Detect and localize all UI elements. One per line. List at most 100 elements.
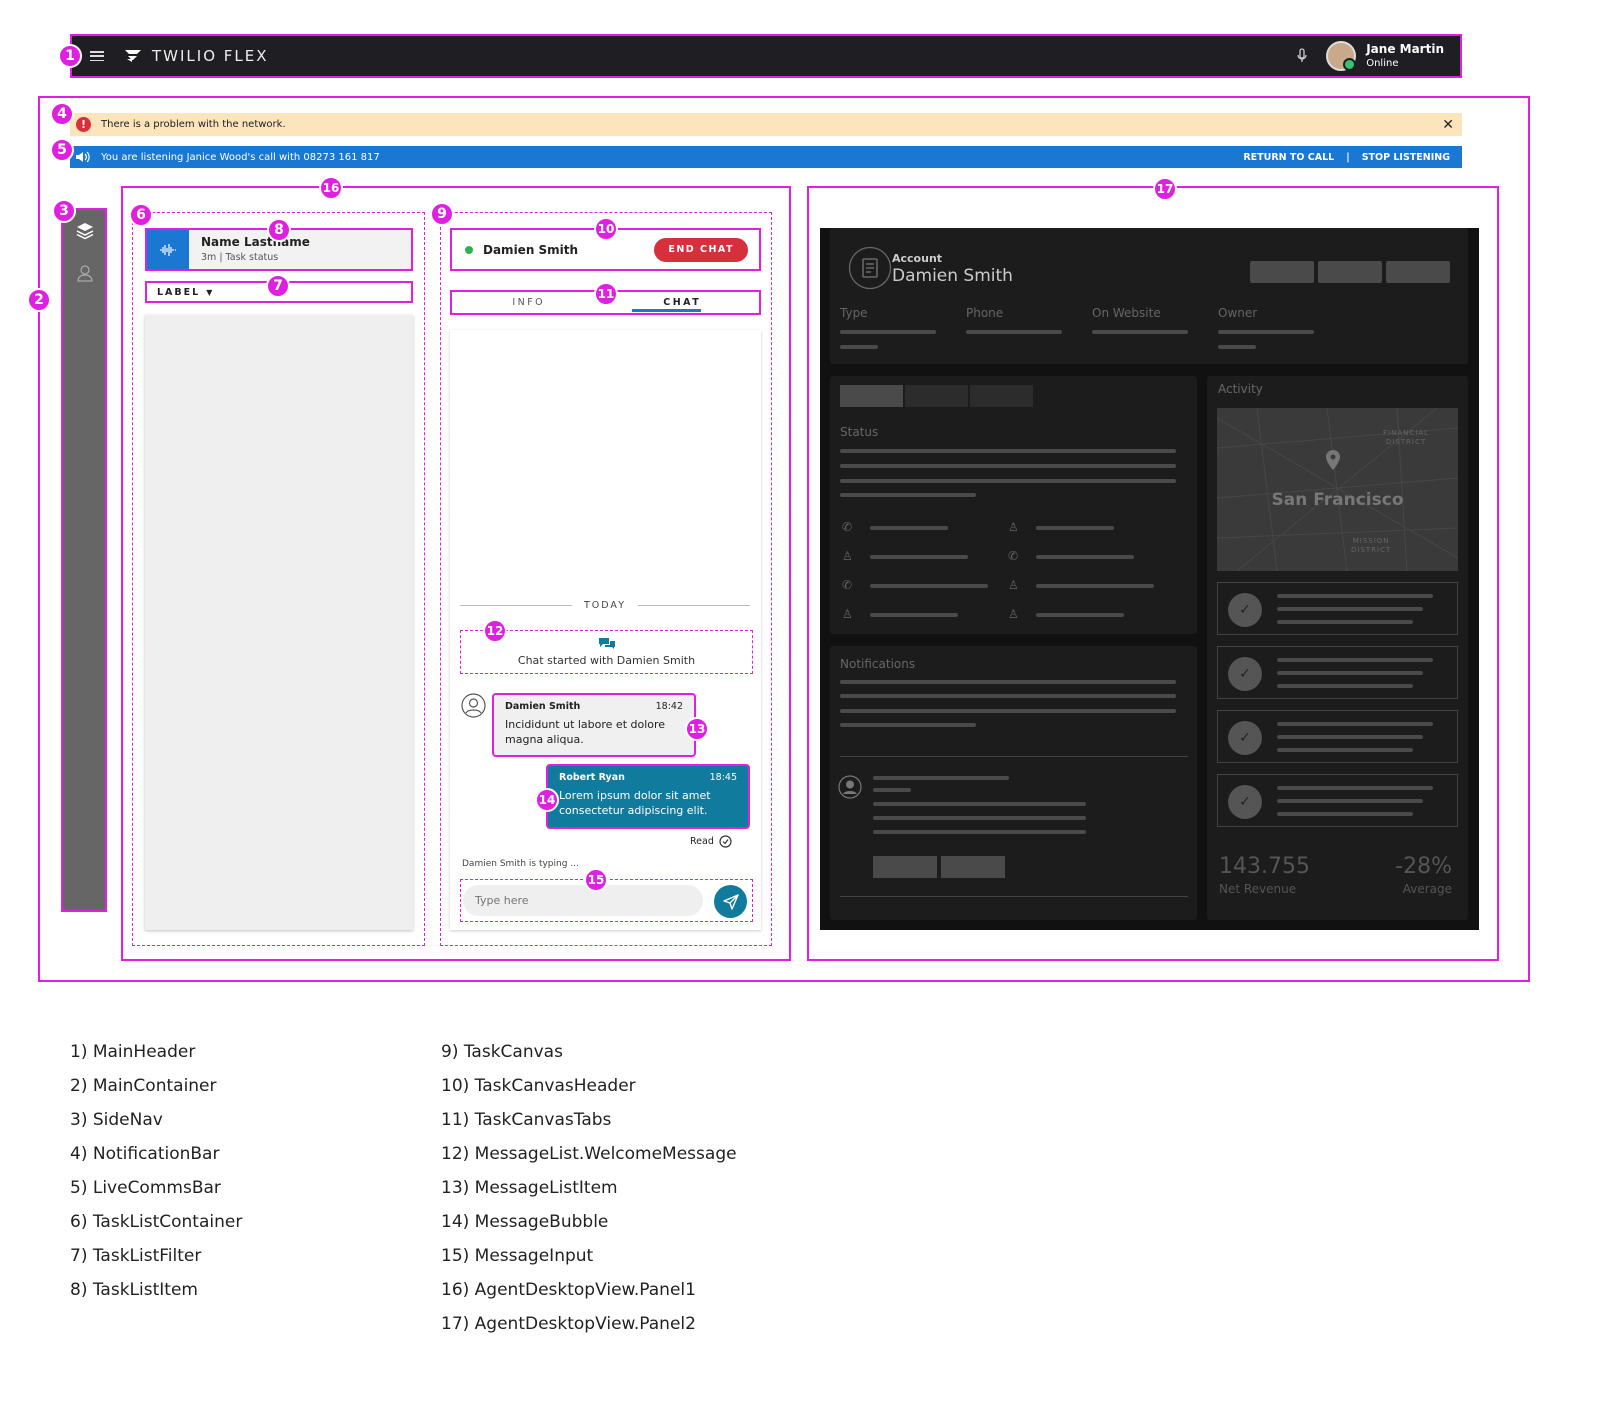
legend-item: 8) TaskListItem: [70, 1280, 198, 1300]
activity-item[interactable]: ✓: [1217, 774, 1458, 827]
status-tab[interactable]: [905, 385, 968, 407]
user-icon[interactable]: [76, 264, 94, 282]
map[interactable]: San Francisco FINANCIAL DISTRICT MISSION…: [1217, 408, 1458, 571]
legend-item: 9) TaskCanvas: [441, 1042, 563, 1062]
read-receipt: Read: [690, 835, 732, 848]
return-to-call-button[interactable]: RETURN TO CALL: [1243, 151, 1335, 163]
kpi2-value: -28%: [1395, 854, 1452, 879]
main-container: [38, 96, 1530, 982]
message-author: Damien Smith: [505, 701, 581, 712]
map-district-line: MISSION: [1352, 537, 1390, 545]
map-streets: [1217, 408, 1458, 571]
online-dot-icon: [465, 245, 473, 254]
typing-indicator: Damien Smith is typing ...: [462, 859, 579, 869]
callout-badge: 1: [58, 44, 82, 68]
user-icon: ♙: [842, 549, 853, 563]
field-label-phone: Phone: [966, 306, 1004, 320]
activity-item[interactable]: ✓: [1217, 710, 1458, 763]
message-time: 18:45: [709, 772, 737, 783]
legend-item: 1) MainHeader: [70, 1042, 196, 1062]
contact-avatar-icon: [461, 693, 486, 718]
message-time: 18:42: [655, 701, 683, 712]
speaker-icon: [76, 151, 90, 163]
field-label-website: On Website: [1092, 306, 1161, 320]
side-nav: [61, 208, 107, 912]
message-text-input[interactable]: [463, 885, 703, 916]
account-action-button[interactable]: [1318, 261, 1382, 283]
account-label: Account: [892, 252, 943, 265]
message-text-line: consectetur adipiscing elit.: [559, 804, 708, 817]
person-avatar-icon: [838, 775, 862, 799]
live-separator: |: [1346, 151, 1350, 163]
task-name: Name Lastname: [201, 235, 310, 249]
read-label: Read: [690, 836, 714, 847]
account-action-button[interactable]: [1250, 261, 1314, 283]
agent-desktop-panel-1: [121, 186, 791, 961]
clipboard-icon: [848, 246, 892, 290]
status-tab[interactable]: [970, 385, 1033, 407]
voice-wave-icon: [147, 230, 189, 269]
notification-action-button[interactable]: [873, 856, 937, 878]
activity-item[interactable]: ✓: [1217, 646, 1458, 699]
legend-item: 14) MessageBubble: [441, 1212, 609, 1232]
day-divider-label: TODAY: [584, 600, 626, 611]
kpi-value: 143.755: [1219, 854, 1310, 879]
map-city-label: San Francisco: [1271, 490, 1404, 510]
welcome-text: Chat started with Damien Smith: [517, 654, 696, 667]
tab-chat-label: CHAT: [663, 297, 702, 308]
activity-item[interactable]: ✓: [1217, 582, 1458, 635]
notification-bar: ! There is a problem with the network. ✕: [70, 113, 1462, 136]
user-menu[interactable]: Jane Martin Online: [1296, 41, 1444, 71]
tab-chat[interactable]: CHAT: [606, 292, 760, 313]
callout-badge: 15: [584, 868, 608, 892]
map-pin-icon: [1326, 450, 1340, 470]
callout-badge: 4: [50, 102, 74, 126]
map-district-line: DISTRICT: [1385, 438, 1427, 446]
legend-item: 15) MessageInput: [441, 1246, 594, 1266]
kpi-label: Net Revenue: [1219, 882, 1297, 896]
map-district-line: DISTRICT: [1351, 546, 1392, 554]
send-icon: [722, 893, 739, 910]
notifications-label: Notifications: [840, 657, 916, 671]
main-header: TWILIO FLEX Jane Martin Online: [70, 34, 1462, 78]
send-button[interactable]: [714, 885, 747, 918]
phone-icon: ✆: [1008, 549, 1019, 563]
error-icon: !: [76, 117, 91, 132]
status-tab[interactable]: [840, 385, 903, 407]
user-status: Online: [1366, 57, 1399, 69]
active-tab-indicator: [631, 309, 701, 312]
map-district-label: MISSION DISTRICT: [1351, 537, 1391, 555]
status-label: Status: [840, 425, 879, 439]
field-label-owner: Owner: [1218, 306, 1258, 320]
avatar[interactable]: [1326, 41, 1357, 71]
hamburger-menu-icon[interactable]: [90, 51, 104, 61]
status-card: Status ✆ ♙ ✆ ♙ ♙ ✆ ♙ ♙: [830, 376, 1197, 634]
notification-action-button[interactable]: [941, 856, 1005, 878]
tab-info[interactable]: INFO: [512, 297, 546, 308]
map-district-label: FINANCIAL DISTRICT: [1383, 429, 1429, 447]
check-circle-icon: [719, 835, 732, 848]
callout-badge: 14: [535, 788, 559, 812]
callout-badge: 7: [266, 274, 290, 298]
message-text-line: Incididunt ut labore et dolore: [505, 718, 666, 731]
live-comms-text: You are listening Janice Wood's call wit…: [101, 151, 380, 163]
callout-badge: 17: [1153, 177, 1177, 201]
callout-badge: 2: [27, 288, 51, 312]
end-chat-button[interactable]: END CHAT: [654, 237, 748, 262]
notification-text: There is a problem with the network.: [101, 119, 286, 130]
user-icon: ♙: [842, 607, 853, 621]
callout-badge: 9: [430, 202, 454, 226]
message-list-item: Damien Smith 18:42 Incididunt ut labore …: [492, 693, 696, 757]
layers-icon[interactable]: [76, 222, 94, 240]
task-canvas: [440, 212, 772, 946]
task-status: 3m | Task status: [201, 252, 279, 263]
microphone-icon[interactable]: [1296, 48, 1308, 64]
close-icon[interactable]: ✕: [1442, 116, 1454, 133]
stop-listening-button[interactable]: STOP LISTENING: [1361, 151, 1450, 163]
check-icon: ✓: [1228, 785, 1262, 819]
account-action-button[interactable]: [1386, 261, 1450, 283]
legend-item: 3) SideNav: [70, 1110, 163, 1130]
twilio-logo-icon: [125, 50, 141, 62]
legend-item: 5) LiveCommsBar: [70, 1178, 221, 1198]
message-list: TODAY Chat started with Damien Smith Dam…: [450, 330, 761, 930]
